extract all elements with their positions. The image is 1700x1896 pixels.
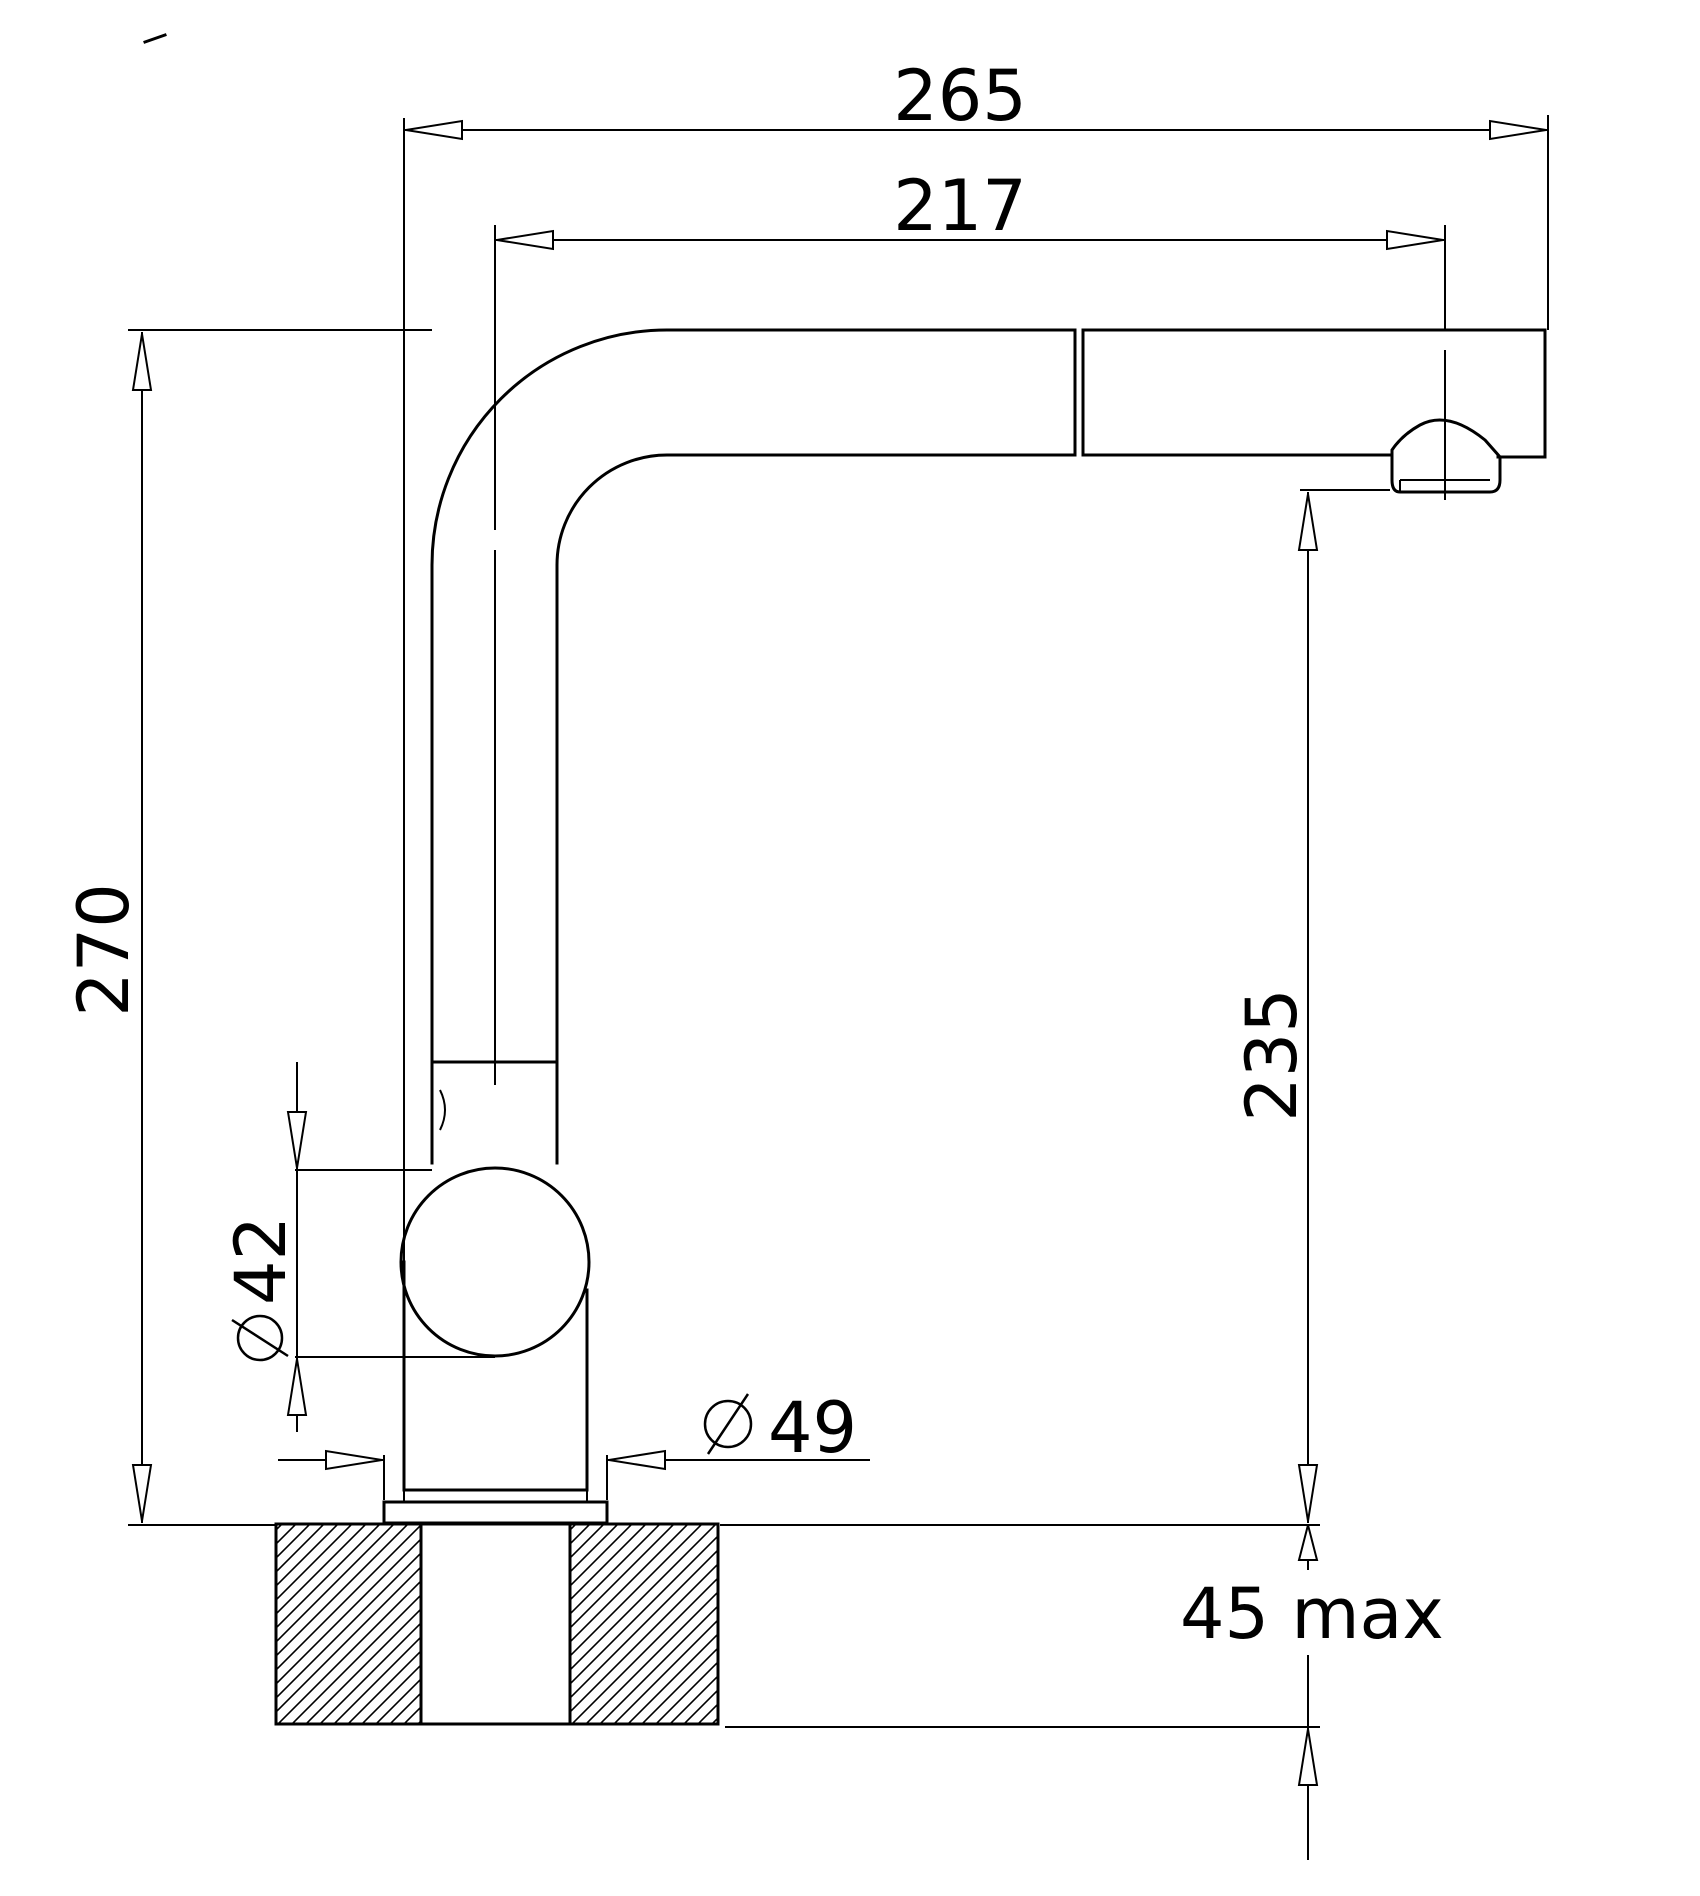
dim-235 [1297,492,1319,1523]
handle-knob [399,1166,591,1358]
spout-inner-outline [555,453,1042,1165]
spout-joint [1038,328,1077,457]
dim-265 [404,119,1548,141]
label-diameter-42-group: 42 [220,1216,302,1362]
pullout-head [1081,328,1547,459]
faucet-body [382,328,1547,1525]
dim-diameter-42 [286,1062,308,1432]
spout-outer-outline [430,328,1077,1165]
label-diameter-49-group: 49 [703,1387,857,1469]
aerator-nozzle [1390,418,1502,494]
diameter-42-symbol [231,1314,289,1362]
label-217: 217 [893,165,1027,247]
label-265: 265 [893,55,1027,137]
base-flange-top [403,1489,588,1502]
dim-45 [1297,1524,1319,1860]
countertop-section [274,1522,720,1726]
stray-mark [143,33,167,44]
dim-diameter-49 [278,1449,870,1471]
countertop-right-hatch [568,1522,720,1726]
label-diameter-49: 49 [768,1387,857,1469]
label-235: 235 [1231,988,1313,1122]
dim-270 [131,332,153,1523]
base-flange [382,1500,609,1525]
countertop-left-hatch [274,1522,423,1726]
diameter-49-symbol [703,1393,753,1455]
extension-lines [128,115,1549,1728]
label-45-max: 45 max [1180,1573,1444,1655]
label-diameter-42: 42 [220,1216,302,1305]
tube-side-detail [439,1089,446,1131]
base-body [402,1260,589,1492]
label-270: 270 [63,883,145,1017]
countertop-hole-outline [419,1522,572,1726]
dim-217 [495,229,1445,251]
